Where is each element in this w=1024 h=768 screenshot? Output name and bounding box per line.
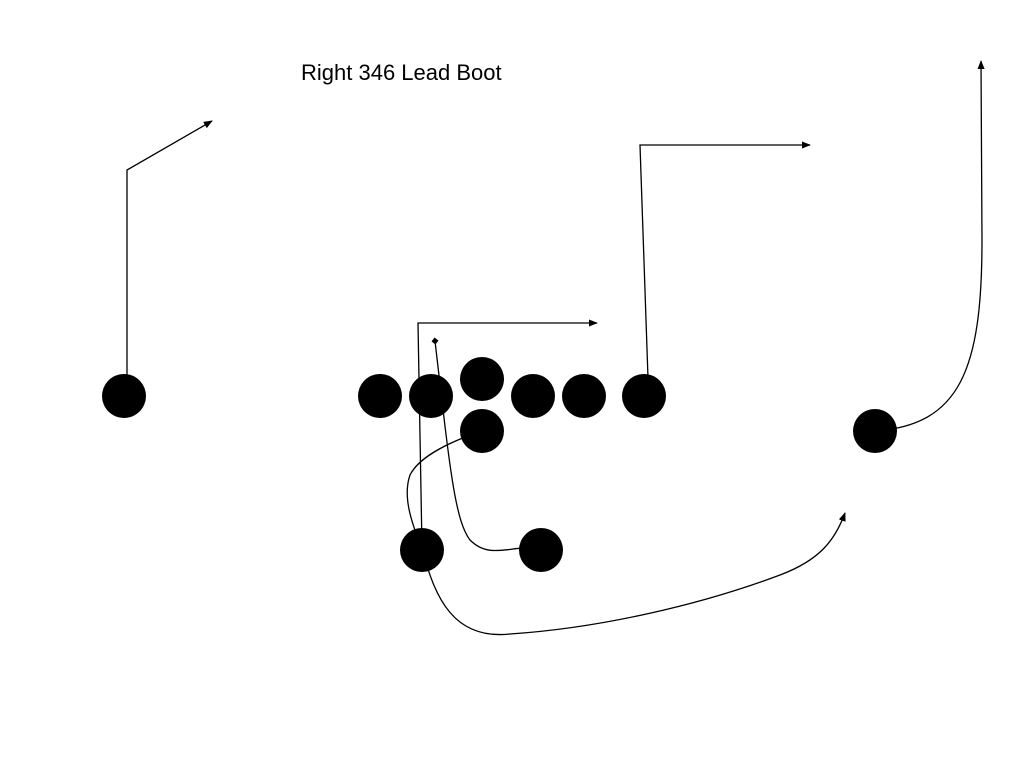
play-title: Right 346 Lead Boot bbox=[301, 60, 502, 85]
tailback-player bbox=[519, 528, 563, 572]
center-pull-path bbox=[406, 430, 483, 549]
right-guard-player bbox=[511, 374, 555, 418]
tailback-lead-block-path bbox=[431, 337, 541, 552]
wingback-vertical-route bbox=[874, 60, 985, 432]
split-end-route bbox=[126, 120, 213, 378]
left-tackle-player bbox=[358, 374, 402, 418]
center-player bbox=[460, 357, 504, 401]
fullback-sweep-route bbox=[421, 512, 846, 636]
quarterback-player bbox=[460, 409, 504, 453]
fullback-player bbox=[400, 528, 444, 572]
quarterback-boot-route bbox=[417, 319, 598, 549]
split-end-player bbox=[102, 374, 146, 418]
tight-end-player bbox=[622, 374, 666, 418]
right-tackle-player bbox=[562, 374, 606, 418]
wingback-player bbox=[853, 409, 897, 453]
tight-end-corner-route bbox=[639, 141, 811, 379]
left-guard-player bbox=[409, 374, 453, 418]
